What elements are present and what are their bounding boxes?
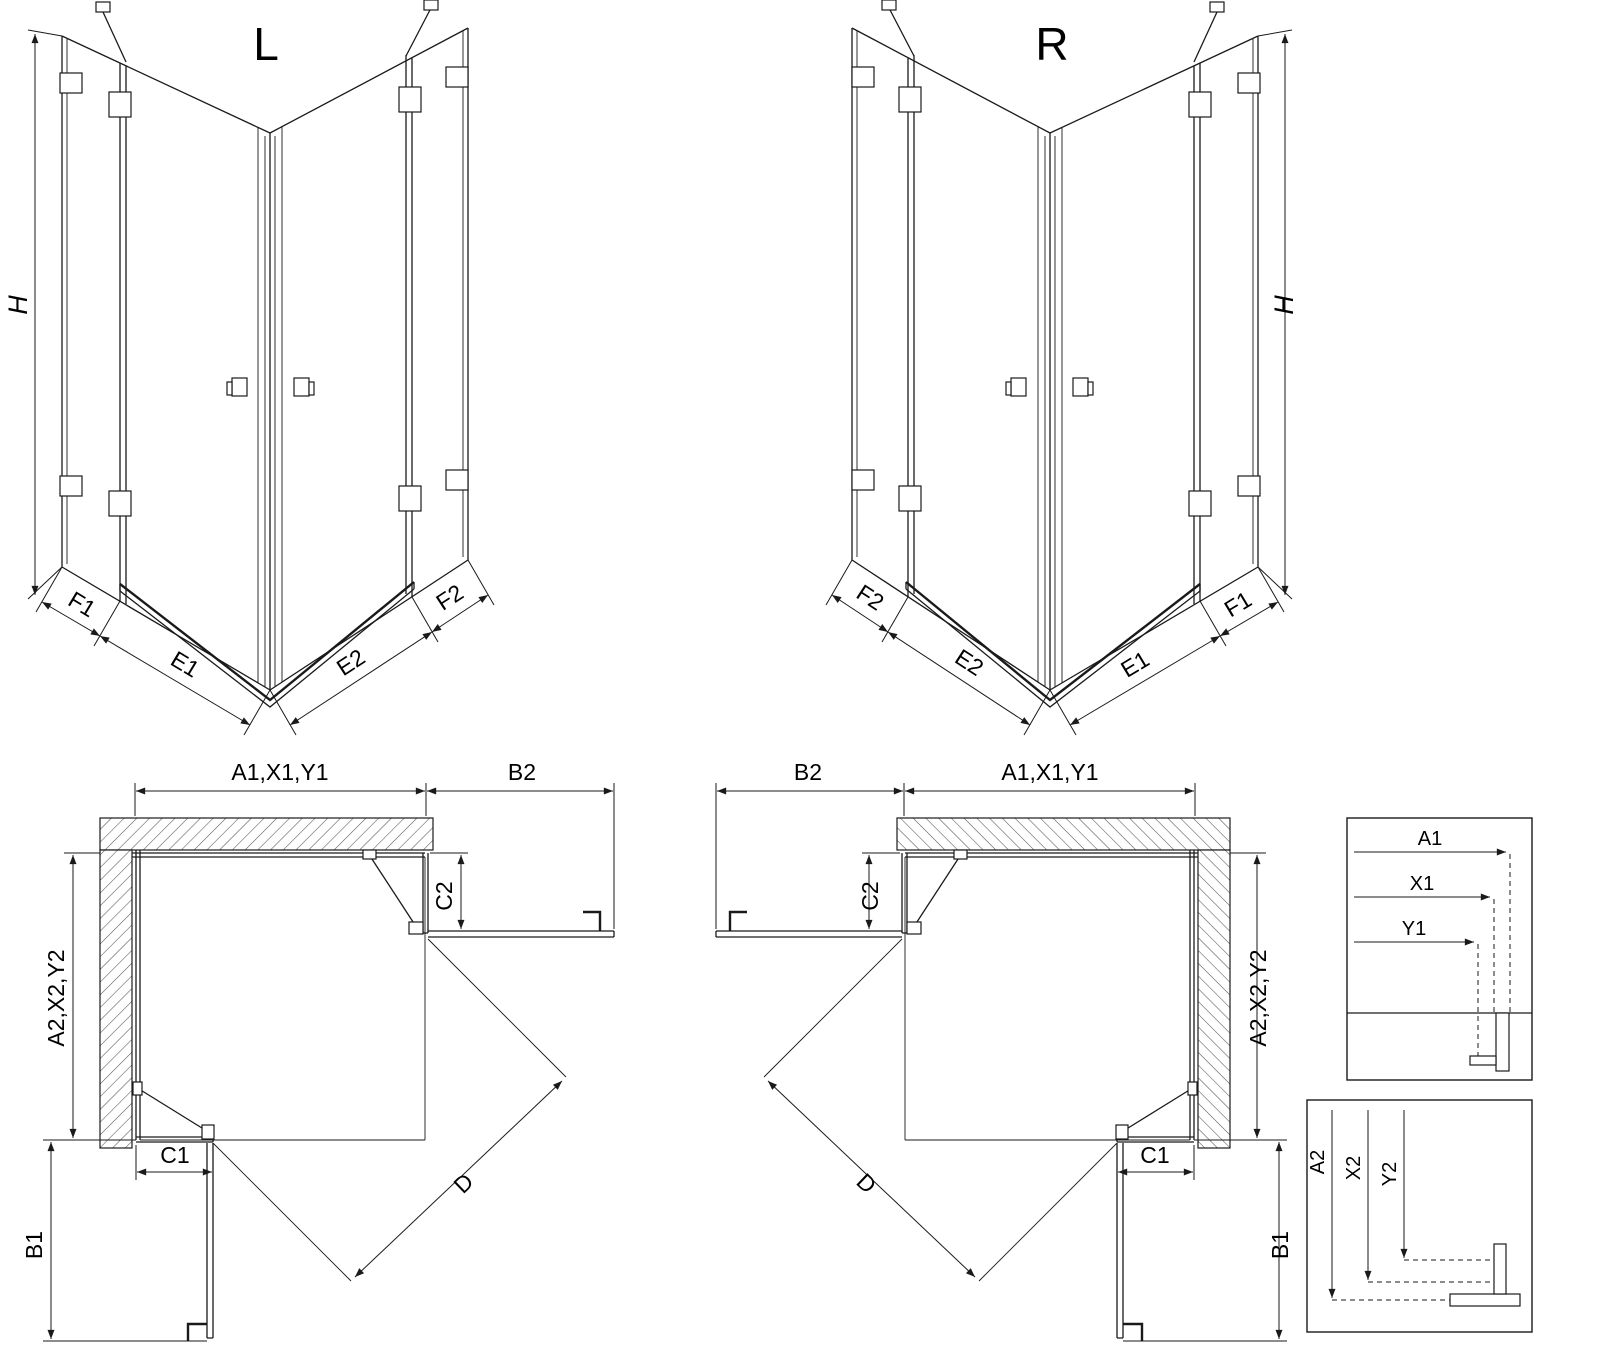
dim-height-left: H <box>3 295 33 315</box>
dim-f1-left: F1 <box>64 586 100 622</box>
dim-e2-left: E2 <box>332 644 370 681</box>
detail-box-widths: A1 X1 Y1 <box>1346 817 1533 1081</box>
dim-b2-left: B2 <box>508 759 536 785</box>
dim-b1-right: B1 <box>1267 1231 1293 1259</box>
variant-label-left: L <box>253 18 279 70</box>
detail-a2-label: A2 <box>1307 1150 1329 1174</box>
dim-a1x1y1-left: A1,X1,Y1 <box>231 759 328 785</box>
detail-a1-label: A1 <box>1418 828 1442 850</box>
perspective-left: L H F1 E1 E2 F2 <box>3 0 494 735</box>
dim-height-right: H <box>1269 295 1299 315</box>
detail-y2-label: Y2 <box>1379 1162 1401 1186</box>
dim-c2-left: C2 <box>431 881 457 910</box>
dim-f2-left: F2 <box>431 579 468 615</box>
dim-a1x1y1-right: A1,X1,Y1 <box>1001 759 1098 785</box>
variant-label-right: R <box>1035 18 1068 70</box>
dim-c1-right: C1 <box>1140 1142 1169 1168</box>
dim-a2x2y2-right: A2,X2,Y2 <box>1245 949 1271 1046</box>
detail-x1-label: X1 <box>1410 873 1434 895</box>
detail-box-depths: A2 X2 Y2 <box>1306 1099 1533 1333</box>
dim-e2-right: E2 <box>950 644 988 681</box>
detail-y1-label: Y1 <box>1402 918 1426 940</box>
plan-right: B2 A1,X1,Y1 C2 A2,X2,Y2 C1 B1 D <box>716 759 1293 1341</box>
plan-left: A1,X1,Y1 B2 C2 A2,X2,Y2 C1 B1 D <box>21 759 614 1341</box>
dim-a2x2y2-left: A2,X2,Y2 <box>43 949 69 1046</box>
dim-f2-right: F2 <box>852 579 889 615</box>
dim-d-right: D <box>852 1168 882 1198</box>
dim-c2-right: C2 <box>857 881 883 910</box>
dim-d-left: D <box>448 1168 478 1198</box>
perspective-right: R H F2 E2 E1 F1 <box>826 0 1299 735</box>
detail-x2-label: X2 <box>1343 1156 1365 1180</box>
dim-f1-right: F1 <box>1220 586 1256 622</box>
dim-b2-right: B2 <box>794 759 822 785</box>
dim-b1-left: B1 <box>21 1231 47 1259</box>
dim-c1-left: C1 <box>160 1142 189 1168</box>
